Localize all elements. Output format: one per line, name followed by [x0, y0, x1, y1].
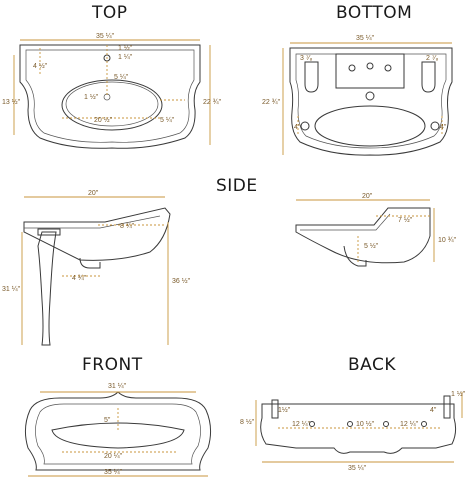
bottom-dim-width: 35 ¼"	[356, 35, 375, 42]
side-view-pedestal-drawing: 20" 8 ¾" 4 ¾" 31 ¼" 36 ½"	[2, 190, 191, 346]
top-dim-5: 13 ½"	[2, 98, 21, 106]
back-dim-6: 4"	[430, 407, 437, 414]
top-dim-7: 20 ½"	[94, 116, 113, 124]
top-dim-9: 22 ¾"	[203, 99, 222, 106]
view-title-top: TOP	[92, 3, 128, 23]
side-left-dim-1: 8 ¾"	[120, 223, 135, 230]
side-basin-dim-1: 7 ½"	[398, 216, 413, 224]
side-basin-dim-3: 5 ½"	[364, 242, 379, 250]
back-dim-2: 8 ½"	[240, 418, 255, 426]
top-dim-3: 5 ¼"	[114, 74, 129, 81]
view-title-back: BACK	[348, 355, 397, 375]
top-dim-1: 1 ½"	[118, 44, 133, 52]
top-view-drawing: 35 ¼" 1 ½" 1 ¼" 5 ¼" 4 ½" 13 ½" 1 ½" 20 …	[2, 33, 222, 149]
side-view-basin-drawing: 20" 7 ½" 10 ¾" 5 ½"	[295, 193, 457, 267]
view-title-side: SIDE	[216, 176, 258, 196]
top-dim-width: 35 ¼"	[96, 33, 115, 40]
back-view-drawing: 8 ½" 1½" 12 ¼" 10 ½" 12 ¼" 4" 1 ½" 35 ¼"	[240, 390, 466, 472]
bottom-dim-4: 4"	[294, 124, 301, 131]
front-dim-width: 35 ¼"	[104, 469, 123, 476]
bottom-view-drawing: 35 ¼" 3 ⁷⁄₈ 2 ⁷⁄₈ 22 ¾" 4" 4"	[262, 35, 453, 156]
back-dim-width: 35 ¼"	[348, 465, 367, 472]
back-dim-3: 12 ¼"	[292, 421, 311, 428]
bottom-dim-3: 22 ¾"	[262, 99, 281, 106]
bottom-dim-1: 3 ⁷⁄₈	[300, 55, 313, 62]
front-dim-2: 20 ¼"	[104, 453, 123, 460]
top-dim-2: 1 ¼"	[118, 54, 133, 61]
bottom-dim-5: 4"	[440, 124, 447, 131]
side-basin-dim-width: 20"	[362, 193, 373, 200]
side-basin-dim-2: 10 ¾"	[438, 237, 457, 244]
top-dim-4: 4 ½"	[33, 62, 48, 70]
back-dim-4: 10 ½"	[356, 420, 375, 428]
front-dim-1: 5"	[104, 417, 111, 424]
back-dim-1: 1½"	[278, 406, 291, 414]
bottom-dim-2: 2 ⁷⁄₈	[426, 55, 439, 62]
back-dim-7: 1 ½"	[451, 390, 466, 398]
front-dim-top-width: 31 ¼"	[108, 383, 127, 390]
view-title-bottom: BOTTOM	[336, 3, 413, 23]
top-dim-8: 5 ¼"	[160, 117, 175, 124]
side-left-dim-height: 31 ¼"	[2, 286, 21, 293]
front-view-drawing: 31 ¼" 5" 20 ¼" 35 ¼"	[24, 383, 212, 477]
view-title-front: FRONT	[82, 355, 143, 375]
top-dim-6: 1 ½"	[84, 93, 99, 101]
side-left-dim-width: 20"	[88, 190, 99, 197]
side-right-dim-height: 36 ½"	[172, 277, 191, 285]
side-left-dim-2: 4 ¾"	[72, 275, 87, 282]
back-dim-5: 12 ¼"	[400, 421, 419, 428]
